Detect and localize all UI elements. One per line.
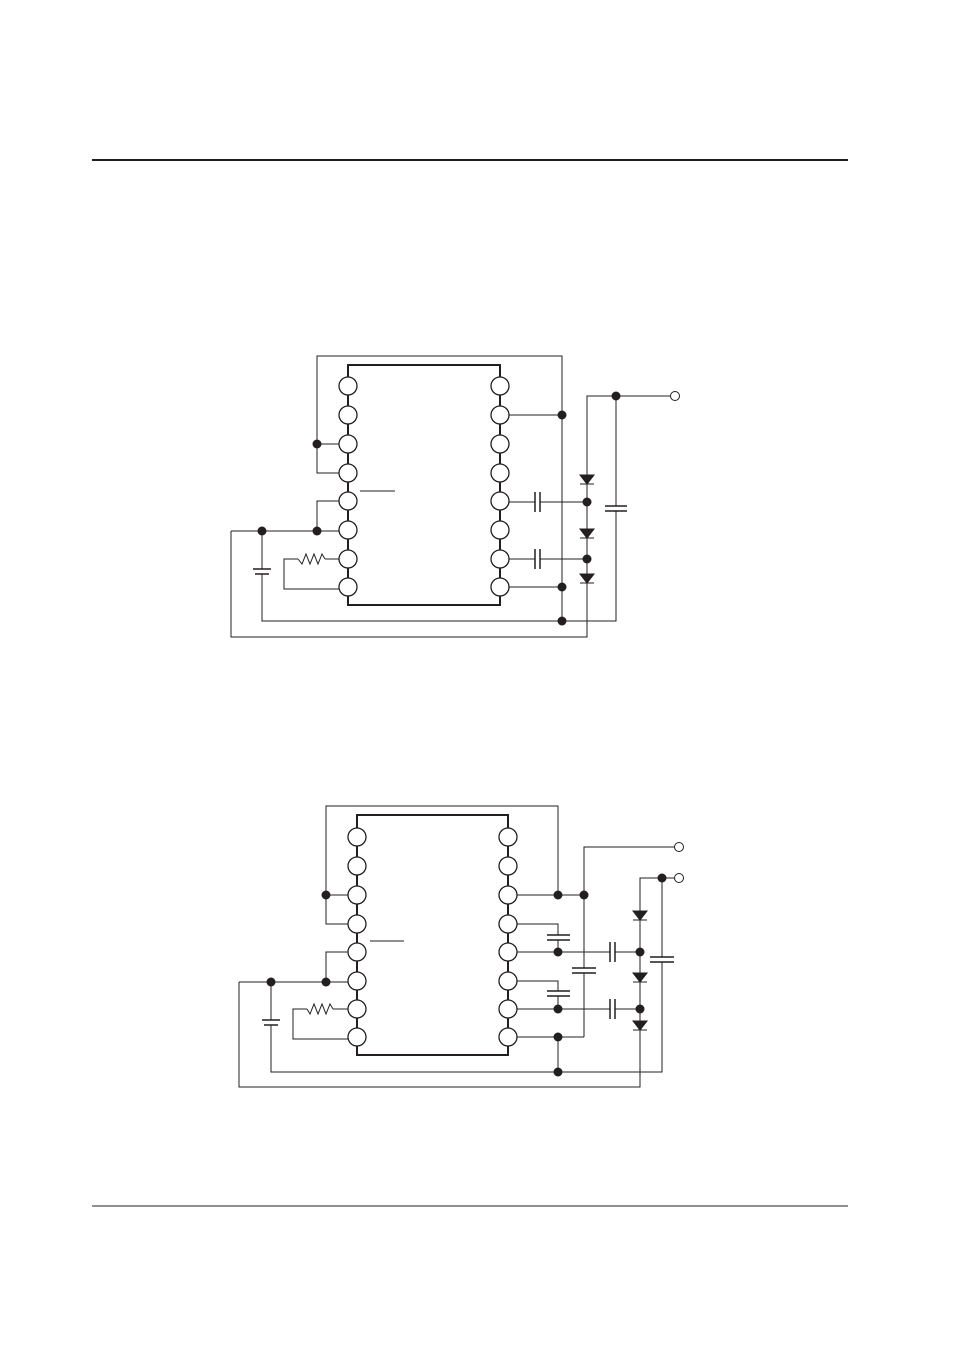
ic-pin <box>348 972 366 990</box>
wire <box>317 444 339 473</box>
ic-pin <box>339 578 357 596</box>
junction-dot <box>554 1068 563 1077</box>
ic-pin <box>339 406 357 424</box>
ic-pin <box>499 943 517 961</box>
ic-pin <box>339 550 357 568</box>
ic-pin <box>348 1000 366 1018</box>
ic-pin <box>499 972 517 990</box>
ic-pin <box>491 521 509 539</box>
circuit-diagram-1 <box>231 356 680 637</box>
junction-dot <box>658 874 667 883</box>
junction-dot <box>554 891 563 900</box>
ic-pin <box>339 492 357 510</box>
junction-dot <box>322 978 331 987</box>
resistor-1 <box>298 554 325 564</box>
ic-pin <box>499 886 517 904</box>
ic-pin <box>499 857 517 875</box>
ic-pin <box>491 464 509 482</box>
junction-dot <box>583 555 592 564</box>
junction-dot <box>554 948 563 957</box>
wire <box>293 1009 348 1039</box>
junction-dot <box>612 392 621 401</box>
junction-dot <box>554 1033 563 1042</box>
junction-dot <box>558 583 567 592</box>
wire <box>239 982 640 1087</box>
junction-dot <box>636 1005 645 1014</box>
ic-pin <box>348 915 366 933</box>
ic-pin <box>348 886 366 904</box>
output-terminal <box>675 874 684 883</box>
wire <box>326 806 558 895</box>
wire <box>326 952 348 982</box>
ic-pin <box>339 521 357 539</box>
wire <box>640 878 679 1030</box>
ic-pin <box>491 578 509 596</box>
wire <box>326 895 348 924</box>
junction-dot <box>258 527 267 536</box>
junction-dot <box>583 498 592 507</box>
ic-pin <box>491 550 509 568</box>
ic-pin <box>339 377 357 395</box>
junction-dot <box>636 948 645 957</box>
diode <box>580 529 594 538</box>
diode <box>633 973 647 982</box>
junction-dot <box>267 978 276 987</box>
diode <box>633 911 647 920</box>
output-terminal <box>675 843 684 852</box>
junction-dot <box>313 440 322 449</box>
ic-pin <box>348 828 366 846</box>
ic-pin <box>499 828 517 846</box>
ic-pin <box>491 377 509 395</box>
circuit-diagram-2 <box>239 806 684 1087</box>
ic-pin <box>339 464 357 482</box>
wire <box>517 924 558 935</box>
junction-dot <box>580 891 589 900</box>
ic-pin <box>499 915 517 933</box>
junction-dot <box>322 891 331 900</box>
wire <box>587 396 675 585</box>
output-terminal <box>671 392 680 401</box>
ic-pin <box>348 1028 366 1046</box>
ic-pin <box>499 1028 517 1046</box>
ic-pin <box>339 435 357 453</box>
ic-body-1 <box>348 365 500 605</box>
ic-pin <box>348 943 366 961</box>
junction-dot <box>554 1005 563 1014</box>
ic-pin <box>491 406 509 424</box>
ic-pin <box>491 492 509 510</box>
wire <box>517 981 558 991</box>
ic-pin <box>491 435 509 453</box>
resistor-2 <box>307 1004 333 1014</box>
diode <box>633 1021 647 1030</box>
ic-body-2 <box>357 815 508 1055</box>
ic-pin <box>499 1000 517 1018</box>
diode <box>580 574 594 583</box>
diode <box>580 475 594 484</box>
wire <box>584 847 679 895</box>
wire <box>317 501 339 531</box>
ic-pin <box>348 857 366 875</box>
junction-dot <box>313 527 322 536</box>
junction-dot <box>558 411 567 420</box>
wire <box>284 559 339 589</box>
junction-dot <box>558 617 567 626</box>
